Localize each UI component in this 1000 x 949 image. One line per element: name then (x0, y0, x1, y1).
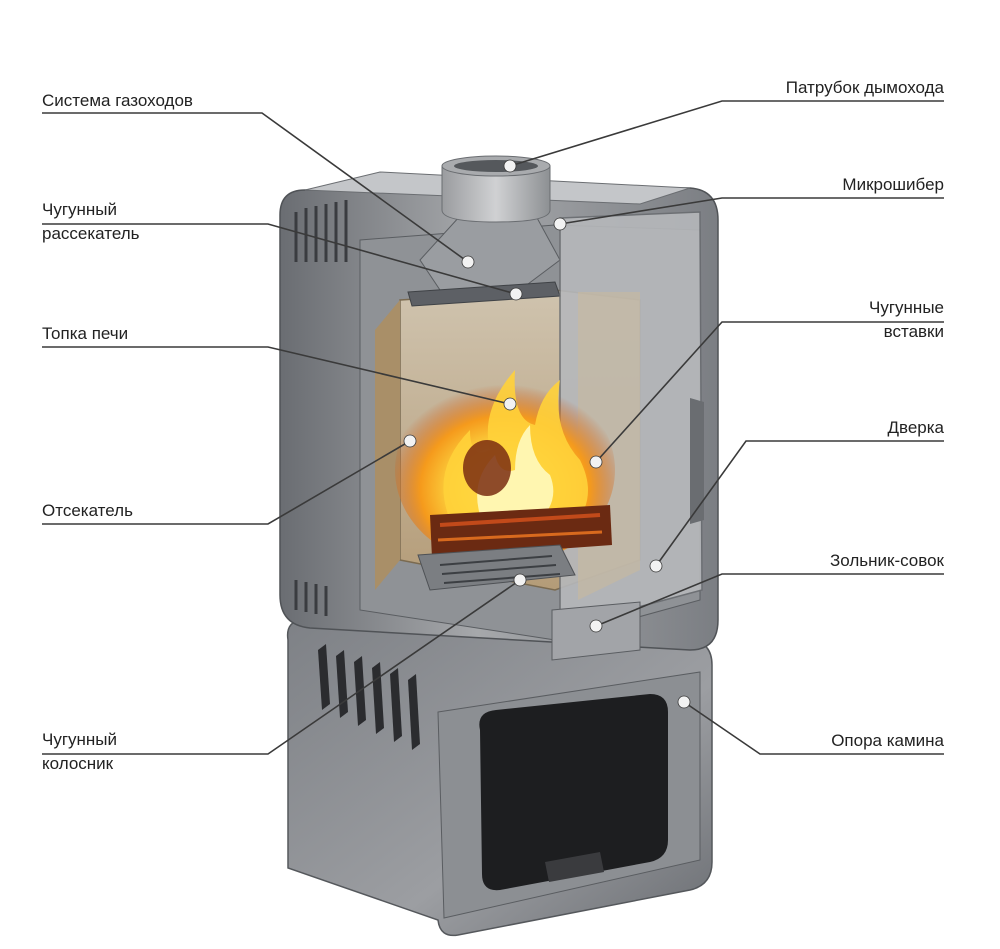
label-cast-iron-divider: Чугунный рассекатель (42, 198, 140, 246)
marker-cast-iron-divider (509, 287, 523, 301)
chimney-pipe (441, 155, 551, 223)
label-cast-iron-divider-line1: Чугунный (42, 200, 118, 219)
label-grate: Чугунный колосник (42, 728, 117, 776)
marker-grate (513, 573, 527, 587)
leader-gas-duct-system (42, 112, 469, 263)
label-ash-pan: Зольник-совок (830, 551, 944, 570)
label-cast-iron-divider-line2: рассекатель (42, 224, 140, 243)
marker-micro-damper (553, 217, 567, 231)
label-cast-iron-inserts-line2: вставки (883, 322, 944, 341)
marker-cast-iron-inserts (589, 455, 603, 469)
leader-cast-iron-inserts (595, 321, 944, 463)
marker-firebox (503, 397, 517, 411)
label-cutoff: Отсекатель (42, 501, 133, 520)
label-firebox: Топка печи (42, 324, 129, 343)
leader-fireplace-support (683, 701, 944, 755)
leader-grate (42, 579, 521, 755)
leader-cutoff (42, 440, 411, 525)
logs-and-grate (417, 505, 612, 591)
label-grate-line1: Чугунный (42, 730, 118, 749)
marker-gas-duct-system (461, 255, 475, 269)
leader-cast-iron-divider (42, 223, 517, 295)
leader-ash-pan (595, 573, 944, 627)
leader-micro-damper (559, 197, 944, 225)
leader-door (655, 440, 944, 567)
label-micro-damper: Микрошибер (842, 175, 944, 194)
label-gas-duct-system: Система газоходов (42, 91, 193, 110)
callout-markers (403, 159, 691, 709)
marker-cutoff (403, 434, 417, 448)
body-vent-grille (294, 200, 348, 616)
leader-lines (42, 100, 944, 755)
label-cast-iron-inserts: Чугунные вставки (869, 296, 944, 344)
label-chimney-pipe: Патрубок дымохода (785, 78, 944, 97)
leader-firebox (42, 346, 511, 405)
label-grate-line2: колосник (42, 754, 114, 773)
marker-ash-pan (589, 619, 603, 633)
fireplace-support-base (286, 619, 713, 937)
label-cast-iron-inserts-line1: Чугунные (869, 298, 944, 317)
label-fireplace-support: Опора камина (831, 731, 944, 750)
label-door: Дверка (887, 418, 944, 437)
marker-door (649, 559, 663, 573)
marker-fireplace-support (677, 695, 691, 709)
marker-chimney-pipe (503, 159, 517, 173)
leader-chimney-pipe (509, 100, 944, 167)
